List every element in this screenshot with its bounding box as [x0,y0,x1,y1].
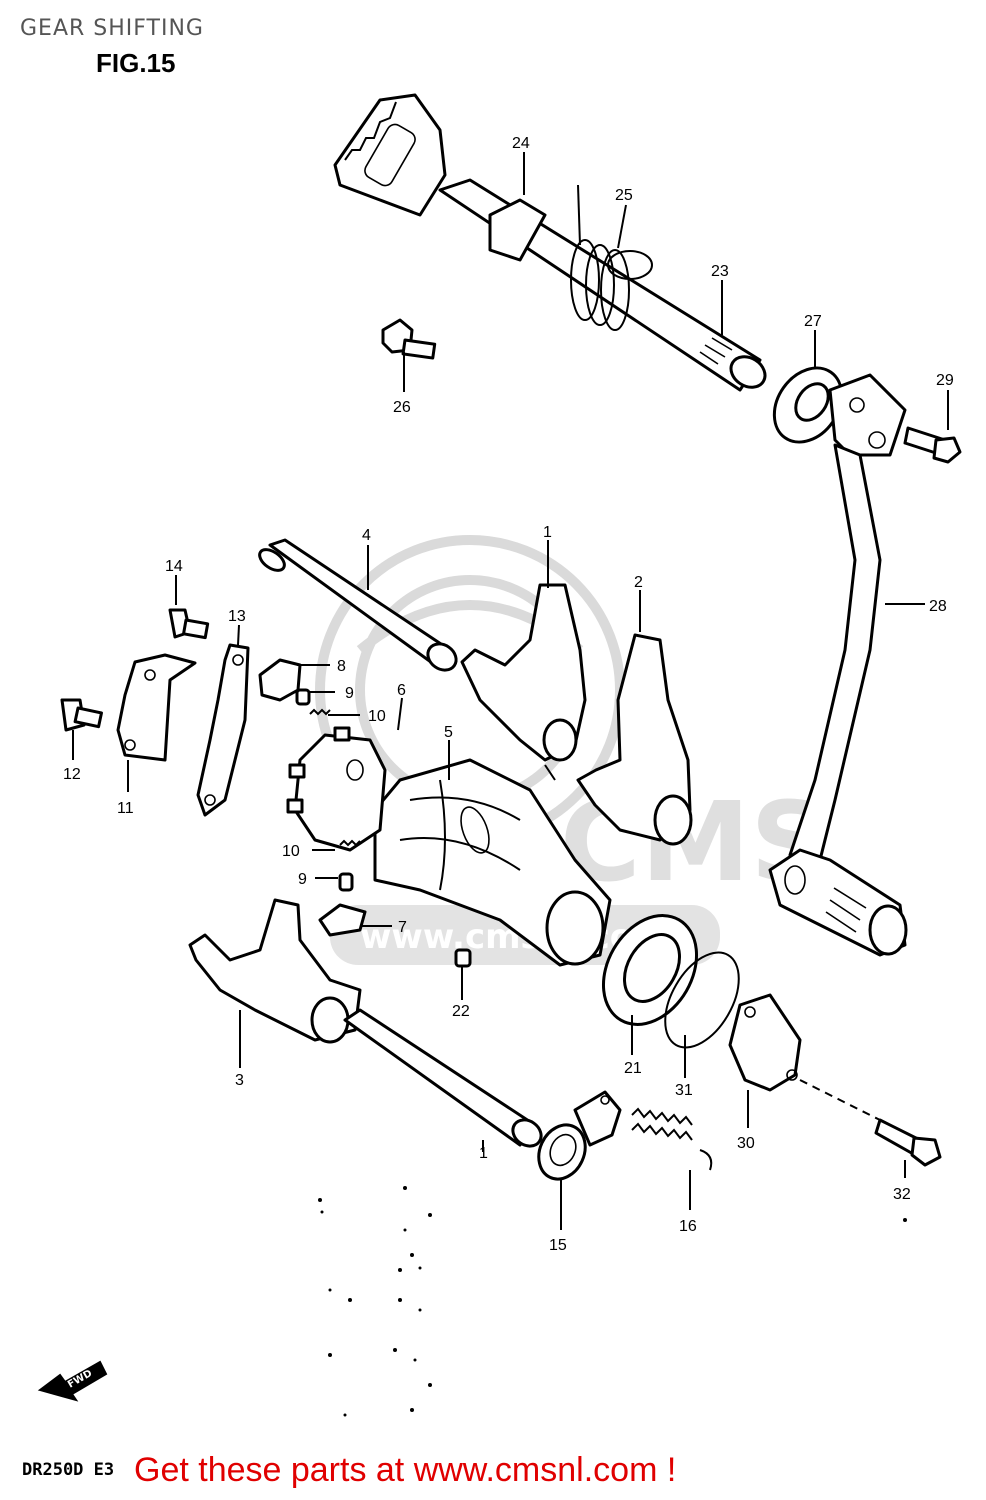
callout-3: 3 [235,1072,244,1089]
cmsnl-promo-link[interactable]: Get these parts at www.cmsnl.com ! [134,1451,677,1489]
screw-12 [60,698,103,732]
gearshift-cam-drum-5 [373,758,612,967]
page-title: GEAR SHIFTING [20,16,204,41]
stopper-8 [258,658,302,702]
bolt-26 [381,318,437,360]
callout-24: 24 [512,135,530,152]
callout-27: 27 [804,313,822,330]
callout-21: 21 [624,1060,642,1077]
callout-32: 32 [893,1186,911,1203]
callout-13: 13 [228,608,246,625]
stopper-plate-13 [196,643,250,817]
callout-4: 4 [362,527,371,544]
washer-21 [601,914,699,1026]
callout-5: 5 [444,724,453,741]
callout-9-lower: 9 [298,871,307,888]
callout-leader-lines [72,152,949,1230]
callout-29: 29 [936,372,954,389]
cam-driven-gear-6 [286,726,387,852]
spring-10-lower [339,839,361,847]
callout-25: 25 [615,187,633,204]
pin-22 [454,948,472,968]
callout-12: 12 [63,766,81,783]
shift-fork-1-upper [460,583,587,781]
callout-2: 2 [634,574,643,591]
o-ring-31 [664,951,740,1049]
screw-14 [168,608,210,640]
callout-30: 30 [737,1135,755,1152]
stopper-7 [318,903,367,937]
spring-16 [631,1107,713,1171]
callout-1-lower: 1 [479,1145,488,1162]
stopper-plate-11 [116,653,197,762]
forward-direction-arrow: FWD [37,1360,108,1402]
callout-10-upper: 10 [368,708,386,725]
cover-30 [728,993,802,1092]
callout-16: 16 [679,1218,697,1235]
callout-31: 31 [675,1082,693,1099]
model-code: DR250D E3 [22,1460,115,1480]
callout-22: 22 [452,1003,470,1020]
callout-28: 28 [929,598,947,615]
callout-labels: 24 25 23 26 27 29 28 4 1 2 5 6 8 9 10 10… [63,135,954,1254]
figure-number: FIG.15 [96,48,176,78]
callout-7: 7 [398,919,407,936]
cam-stopper-15 [537,1090,622,1181]
return-spring-25 [570,184,653,331]
fork-shaft-4 [258,538,458,672]
bolt-29 [903,426,962,464]
callout-11: 11 [117,800,134,817]
shift-fork-3 [188,898,362,1044]
callout-23: 23 [711,263,729,280]
gearshift-lever-28 [768,373,908,957]
callout-26: 26 [393,399,411,416]
cover-bolt-guide-line [799,1079,881,1121]
spring-10-upper [309,708,331,716]
callout-1-upper: 1 [543,524,552,541]
pin-9-lower [338,872,354,892]
gearshift-shaft-assembly [333,93,767,392]
fork-shaft-1-lower [343,1008,543,1148]
callout-8: 8 [337,658,346,675]
callout-6: 6 [397,682,406,699]
callout-10-lower: 10 [282,843,300,860]
shift-fork-2 [576,633,693,846]
bolt-32 [874,1118,942,1167]
callout-9-upper: 9 [345,685,354,702]
pin-9-upper [295,688,311,706]
print-noise-dots [318,1186,907,1417]
callout-14: 14 [165,558,183,575]
callout-15: 15 [549,1237,567,1254]
